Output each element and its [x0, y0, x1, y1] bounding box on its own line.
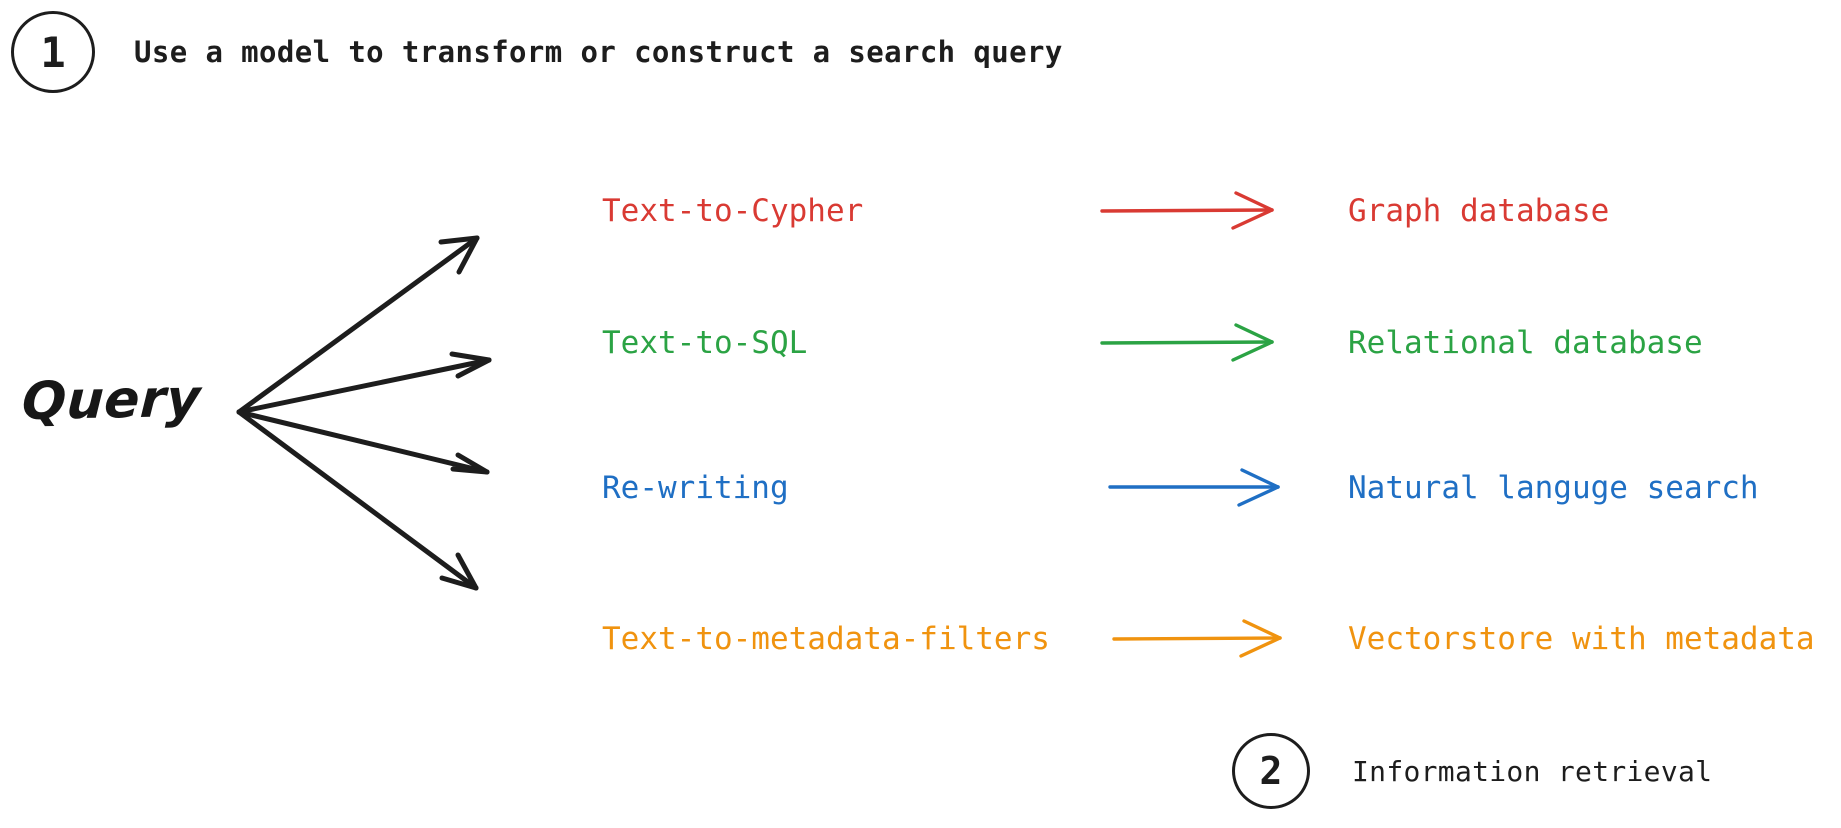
method-label-cypher: Text-to-Cypher — [602, 193, 864, 229]
step-1-number: 1 — [11, 11, 95, 93]
step-2-number: 2 — [1232, 733, 1310, 809]
fan-arrow-3 — [236, 409, 490, 475]
target-label-vectorstore-with-metadata: Vectorstore with metadata — [1348, 621, 1815, 657]
query-fan-arrows — [236, 235, 492, 591]
retrieval-arrow-cypher — [1100, 191, 1274, 230]
retrieval-arrow-metadata — [1112, 619, 1282, 658]
target-label-relational-database: Relational database — [1348, 325, 1703, 361]
retrieval-arrow-rewrite — [1108, 468, 1280, 507]
step-2-label: Information retrieval — [1352, 754, 1713, 788]
method-label-metadata-filters: Text-to-metadata-filters — [602, 621, 1050, 657]
step-1-badge: 1 Use a model to transform or construct … — [11, 11, 1063, 93]
fan-arrow-2 — [236, 351, 492, 415]
query-source-label: Query — [20, 368, 203, 432]
fan-arrow-1 — [236, 235, 480, 415]
fan-arrow-4 — [236, 409, 479, 591]
target-label-graph-database: Graph database — [1348, 193, 1610, 229]
method-label-rewriting: Re-writing — [602, 470, 789, 506]
step-2-badge: 2 Information retrieval — [1232, 733, 1712, 809]
retrieval-arrow-sql — [1100, 323, 1274, 362]
method-label-sql: Text-to-SQL — [602, 325, 808, 361]
target-label-natural-language-search: Natural languge search — [1348, 470, 1759, 506]
step-1-label: Use a model to transform or construct a … — [134, 35, 1063, 69]
